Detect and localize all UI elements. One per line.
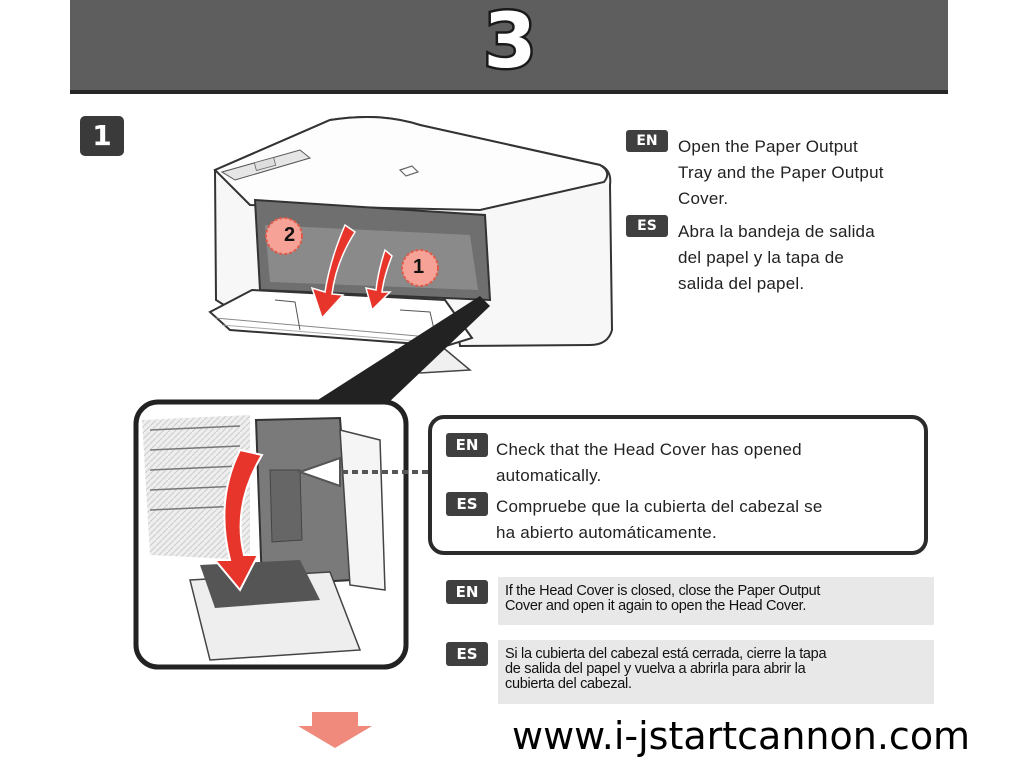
note-lang-tag-en: EN: [446, 580, 488, 604]
next-step-arrow-icon: [298, 712, 372, 748]
callout-lang-tag-es: ES: [446, 492, 488, 516]
marker-2: [265, 217, 303, 255]
callout-pointer: [296, 456, 430, 488]
callout-text-en: Check that the Head Cover has opened aut…: [496, 440, 802, 485]
lang-tag-en: EN: [626, 130, 668, 152]
instruction-en: Open the Paper Output Tray and the Paper…: [678, 137, 884, 208]
marker-1: [401, 249, 439, 287]
open-arrows: [310, 223, 393, 320]
footer-url: www.i-jstartcannon.com: [512, 714, 971, 758]
note-background-en: [498, 577, 934, 625]
step-number: 3: [481, 0, 539, 86]
substep-badge: 1: [80, 116, 124, 156]
callout-lang-tag-en: EN: [446, 433, 488, 457]
note-lang-tag-es: ES: [446, 642, 488, 666]
lang-tag-es: ES: [626, 215, 668, 237]
note-text-es: Si la cubierta del cabezal está cerrada,…: [505, 646, 827, 692]
head-cover-callout: [428, 415, 928, 555]
callout-text-es: Compruebe que la cubierta del cabezal se…: [496, 497, 823, 542]
marker-2-label: 2: [284, 224, 296, 246]
step-header-bar: [70, 0, 948, 94]
zoom-detail-panel: [133, 399, 409, 670]
note-background-es: [498, 640, 934, 704]
zoom-connector: [310, 296, 490, 405]
marker-1-label: 1: [413, 256, 425, 278]
note-text-en: If the Head Cover is closed, close the P…: [505, 583, 821, 614]
instruction-es: Abra la bandeja de salida del papel y la…: [678, 222, 875, 293]
